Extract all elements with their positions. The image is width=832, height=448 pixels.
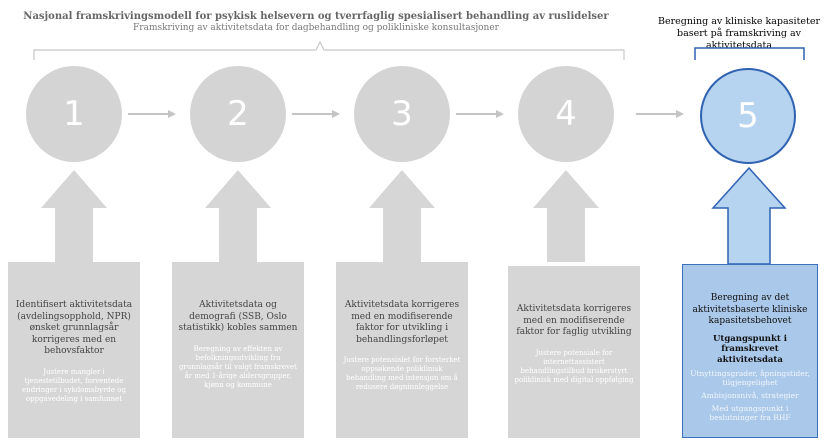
up-arrow-2: [205, 170, 271, 262]
step-2-detail-text: Beregning av effekten av befolkningsutvi…: [179, 344, 297, 389]
up-arrow-5: [711, 166, 787, 265]
step-5-bold-text: Utgangspunkt i framskrevet aktivitetsdat…: [712, 333, 787, 365]
step-5-detail-3: Med utgangspunkt i beslutninger fra RHF: [709, 404, 791, 422]
step-4-circle: 4: [518, 66, 614, 162]
step5-title: Beregning av kliniske kapasiteter basert…: [657, 16, 821, 51]
diagram-subtitle: Framskriving av aktivitetsdata for dagbe…: [133, 23, 499, 33]
step-1-detail-text: Justere mangler i tjenestetilbudet, forv…: [22, 367, 126, 403]
arrow-1-2: [128, 110, 176, 118]
step-3-detail-text: Justere potensialet for forsterket oppsø…: [343, 356, 461, 391]
step-2-box: Aktivitetsdata og demografi (SSB, Oslo s…: [172, 262, 304, 438]
up-arrow-3: [369, 170, 435, 262]
step-5-detail-2: Ambisjonsnivå, strategier: [701, 391, 799, 400]
arrow-4-5: [636, 110, 684, 118]
step-5-main-text: Beregning av det aktivitetsbaserte klini…: [692, 293, 808, 326]
step-4-box: Aktivitetsdata korrigeres med en modifis…: [508, 266, 640, 438]
diagram-title: Nasjonal framskrivingsmodell for psykisk…: [23, 11, 609, 22]
grey-brace: [33, 40, 625, 60]
step-3-box: Aktivitetsdata korrigeres med en modifis…: [336, 262, 468, 438]
blue-bracket: [694, 47, 805, 60]
step-5-detail-1: Utnyttingsgrader, åpningstider, tilgjeng…: [690, 369, 810, 387]
step-4-detail-text: Justere potensiale for internettassister…: [514, 348, 634, 384]
step-3-main-text: Aktivitetsdata korrigeres med en modifis…: [344, 300, 460, 345]
step-5-circle: 5: [700, 68, 796, 164]
arrow-2-3: [292, 110, 340, 118]
step-2-circle: 2: [190, 66, 286, 162]
step-1-circle: 1: [26, 66, 122, 162]
step-5-box: Beregning av det aktivitetsbaserte klini…: [682, 264, 818, 438]
arrow-3-4: [456, 110, 504, 118]
up-arrow-4: [533, 170, 599, 262]
step-1-main-text: Identifisert aktivitetsdata (avdelingsop…: [15, 300, 133, 356]
up-arrow-1: [41, 170, 107, 262]
step-3-circle: 3: [354, 66, 450, 162]
step-2-main-text: Aktivitetsdata og demografi (SSB, Oslo s…: [178, 300, 298, 333]
step-1-box: Identifisert aktivitetsdata (avdelingsop…: [8, 262, 140, 438]
step-4-main-text: Aktivitetsdata korrigeres med en modifis…: [516, 304, 632, 337]
